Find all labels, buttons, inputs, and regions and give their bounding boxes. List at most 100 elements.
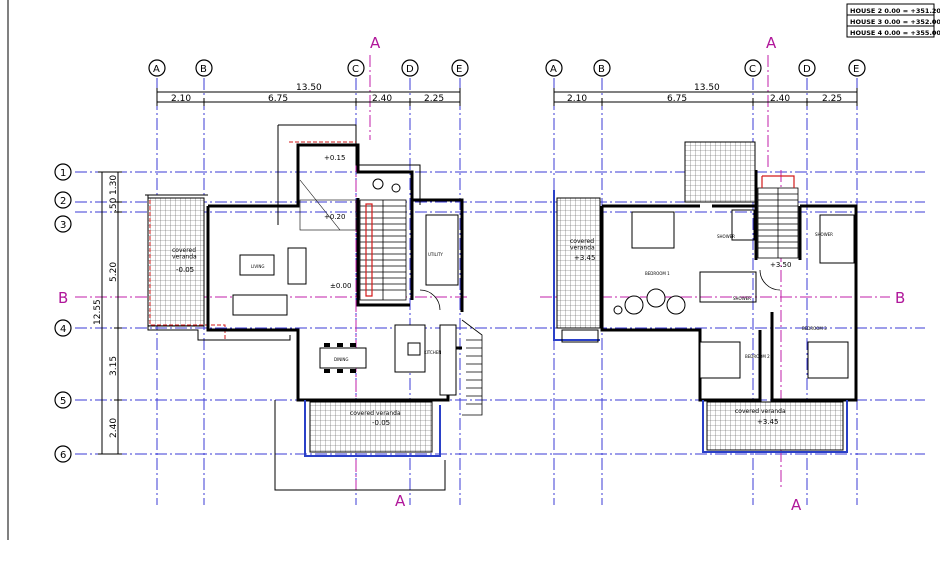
utility-room <box>425 214 459 286</box>
first-floor-plan <box>553 141 858 453</box>
gf-level-living: ±0.00 <box>330 282 351 290</box>
veranda-bottom-edge <box>304 400 441 457</box>
gf-living-label: LIVING <box>251 264 264 269</box>
gf-dining-label: DINING <box>334 357 349 362</box>
gf-utility-label: UTILITY <box>428 252 443 257</box>
ff-planter <box>561 329 599 343</box>
bed-2 <box>699 341 741 379</box>
ff-level-hall: +3.50 <box>770 261 791 269</box>
gf-level-veranda-left: -0.05 <box>176 266 194 274</box>
sofa <box>232 294 288 316</box>
column-b-label: B <box>598 64 605 75</box>
dimension-segment: 3.15 <box>109 356 119 376</box>
column-b-label: B <box>200 64 207 75</box>
column-a-label: A <box>153 64 160 75</box>
wc-ground <box>372 178 384 190</box>
ground-floor-plan <box>145 124 483 491</box>
ff-roof-tiles <box>684 141 756 203</box>
ff-shower-1-label: SHOWER <box>717 234 735 239</box>
row-6-label: 6 <box>60 450 66 461</box>
ff-veranda-left-tiles <box>556 197 601 329</box>
entry-diagonal <box>299 179 341 231</box>
ff-level-veranda-left: +3.45 <box>574 254 595 262</box>
overall-width-dimension: 13.50 <box>694 83 720 93</box>
dimension-segment: 6.75 <box>268 94 288 104</box>
row-4-label: 4 <box>60 324 66 335</box>
armchair <box>287 247 307 285</box>
section-a-label-top-right: A <box>766 34 777 52</box>
row-2-label: 2 <box>60 196 66 207</box>
row-3-label: 3 <box>60 220 66 231</box>
bed-1 <box>631 211 675 249</box>
legend-house-2: HOUSE 2 0.00 = +351.20 <box>850 7 940 15</box>
dimension-segment: 2.25 <box>822 94 842 104</box>
side-table <box>613 305 623 315</box>
column-e-label: E <box>853 64 859 75</box>
dimension-segment: 2.25 <box>424 94 444 104</box>
bed-3 <box>807 341 849 379</box>
chair-3 <box>666 295 686 315</box>
column-bubbles-right: A B C D E <box>545 59 866 77</box>
external-stair <box>461 319 483 416</box>
column-e-label: E <box>456 64 462 75</box>
dimension-segment: 2.40 <box>770 94 790 104</box>
dimension-segment: .50 <box>109 197 119 212</box>
gf-level-top: +0.15 <box>324 154 345 162</box>
shower-1 <box>731 209 755 241</box>
row-1-label: 1 <box>60 168 66 179</box>
column-a-label: A <box>550 64 557 75</box>
dimension-strings-top-left: 13.50 2.10 6.75 2.40 2.25 <box>156 83 461 106</box>
section-a-label-bottom-left: A <box>395 492 406 510</box>
ff-covered-veranda-bottom: covered veranda <box>735 408 786 415</box>
hob <box>407 342 421 356</box>
ff-shower-3-label: SHOWER <box>815 232 833 237</box>
legend-house-4: HOUSE 4 0.00 = +355.00 <box>850 29 940 37</box>
legend-frame <box>846 3 935 38</box>
dining-table <box>319 347 367 369</box>
ff-veranda-bottom-edge <box>702 400 848 453</box>
gf-kitchen-label: KITCHEN <box>424 350 441 355</box>
dimension-strings-top-right: 13.50 2.10 6.75 2.40 2.25 <box>553 83 858 106</box>
overall-width-dimension: 13.50 <box>296 83 322 93</box>
ff-shower-2-label: SHOWER <box>733 296 751 301</box>
ff-level-veranda-bottom: +3.45 <box>757 418 778 426</box>
veranda-left-edge <box>149 200 226 340</box>
door-swing <box>419 289 441 311</box>
section-a-label-top-left: A <box>370 34 381 52</box>
dimension-segment: 6.75 <box>667 94 687 104</box>
dimension-segment: 2.10 <box>171 94 191 104</box>
dimension-segment: 2.40 <box>372 94 392 104</box>
column-c-label: C <box>749 64 756 75</box>
veranda-left-tiles <box>147 197 205 327</box>
kitchen-counter <box>439 324 457 396</box>
ff-door-swing <box>759 269 781 291</box>
row-5-label: 5 <box>60 396 66 407</box>
chair-1 <box>624 295 644 315</box>
staircase-first <box>757 175 799 259</box>
elevation-legend: HOUSE 2 0.00 = +351.20 HOUSE 3 0.00 = +3… <box>846 3 940 38</box>
coffee-table <box>239 254 275 276</box>
dimension-strings-vertical: 12.55 1.30 .50 5.20 3.15 2.40 <box>93 171 122 455</box>
shower-2 <box>699 271 757 303</box>
section-b-label-left: B <box>58 289 68 307</box>
legend-house-3: HOUSE 3 0.00 = +352.00 <box>850 18 940 26</box>
dimension-segment: 5.20 <box>109 262 119 282</box>
column-d-label: D <box>406 64 414 75</box>
dimension-segment: 2.10 <box>567 94 587 104</box>
chair-2 <box>646 288 666 308</box>
ff-veranda-left-edge <box>553 190 600 341</box>
gf-level-veranda-bottom: -0.05 <box>372 419 390 427</box>
entry-landing <box>299 199 357 231</box>
dimension-segment: 2.40 <box>109 418 119 438</box>
ff-bedroom-3-label: BEDROOM 3 <box>802 326 827 331</box>
roof-outline <box>145 124 446 491</box>
ff-bedroom-1-label: BEDROOM 1 <box>645 271 670 276</box>
section-b-label-right: B <box>895 289 905 307</box>
column-bubbles-left: A B C D E <box>148 59 469 77</box>
overall-height-dimension: 12.55 <box>93 299 103 325</box>
veranda-bottom-tiles <box>309 401 433 453</box>
row-bubbles: 1 2 3 4 5 6 <box>54 163 72 463</box>
